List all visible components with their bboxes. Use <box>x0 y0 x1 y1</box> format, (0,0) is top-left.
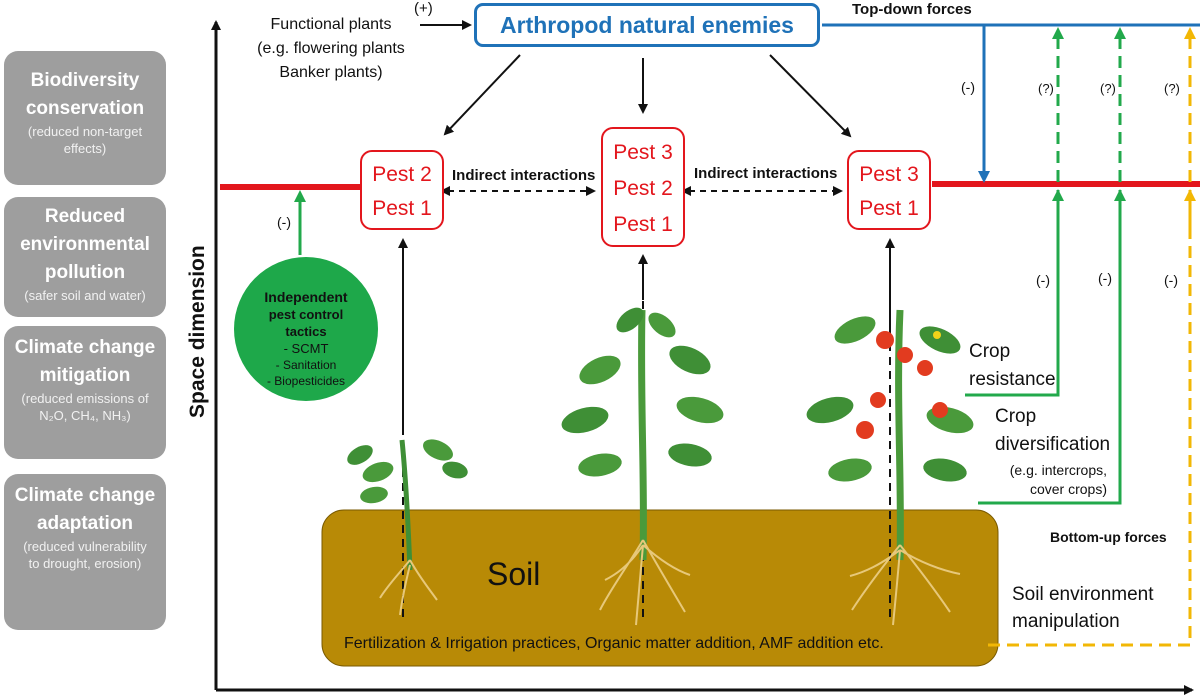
y-axis-label: Space dimension <box>186 245 209 418</box>
pest-label: Pest 1 <box>859 197 919 220</box>
effect-top-down: (-) <box>961 79 975 95</box>
crop-div-line1: Crop <box>995 406 1037 427</box>
pest-label: Pest 1 <box>372 197 432 220</box>
crop-resistance-line2: resistance <box>969 369 1056 390</box>
bottom-up-label: Bottom-up forces <box>1050 529 1167 545</box>
soil-label: Soil <box>487 556 541 592</box>
soil-manip-line <box>988 190 1192 647</box>
panel-subtitle: (safer soil and water) <box>24 288 146 303</box>
soil-manip-line1: Soil environment <box>1012 584 1154 605</box>
independent-circle <box>234 257 378 401</box>
seedling-plant <box>347 439 468 616</box>
pest-label: Pest 1 <box>613 213 673 236</box>
top-down-label: Top-down forces <box>852 1 972 18</box>
panel-subtitle: (reduced emissions of N₂O, CH₄, NH₃) <box>21 391 149 423</box>
indirect-label-right: Indirect interactions <box>694 165 838 182</box>
pest-box-right: Pest 3 Pest 1 <box>847 150 931 230</box>
pest-label: Pest 2 <box>613 177 673 200</box>
crop-div-line4: cover crops) <box>1029 481 1107 497</box>
pest-box-middle: Pest 3 Pest 2 Pest 1 <box>601 127 685 247</box>
crop-div-label: Crop diversification <box>995 403 1110 459</box>
independent-title-1: Independent <box>264 289 348 305</box>
independent-tactics-text: Independent pest control tactics - SCMT … <box>248 289 364 389</box>
crop-resistance-line <box>965 190 1060 397</box>
natural-enemies-box: Arthropod natural enemies <box>474 3 820 47</box>
crop-div-line2: diversification <box>995 434 1111 455</box>
enemies-to-pest-right <box>769 54 852 138</box>
effect-question-3: (?) <box>1164 81 1180 96</box>
panel-pollution: Reduced environmental pollution (safer s… <box>4 197 166 317</box>
crop-div-examples: (e.g. intercrops, cover crops) <box>993 461 1107 499</box>
independent-item-2: - Sanitation <box>275 358 337 372</box>
panel-subtitle: (reduced vulnerability to drought, erosi… <box>23 539 147 571</box>
crop-resistance-line1: Crop <box>969 341 1011 362</box>
effect-question-1: (?) <box>1038 81 1054 96</box>
functional-plants-line3: Banker plants) <box>279 64 383 81</box>
soil-practices: Fertilization & Irrigation practices, Or… <box>344 635 884 652</box>
soil-manip-label: Soil environment manipulation <box>1012 581 1154 635</box>
effect-independent: (-) <box>277 214 291 230</box>
independent-item-3: - Biopesticides <box>266 374 346 388</box>
panel-biodiversity: Biodiversity conservation (reduced non-t… <box>4 51 166 185</box>
functional-plants-line2: (e.g. flowering plants <box>257 40 405 57</box>
functional-plants-label: Functional plants (e.g. flowering plants… <box>245 13 417 85</box>
independent-item-1: - SCMT <box>283 341 329 356</box>
effect-question-2: (?) <box>1100 81 1116 96</box>
pest-label: Pest 2 <box>372 163 432 186</box>
crop-resistance-label: Crop resistance <box>969 338 1056 394</box>
effect-diversification: (-) <box>1098 270 1112 286</box>
middle-plant <box>561 307 724 626</box>
enemies-to-pest-left <box>443 54 521 136</box>
functional-plants-line1: Functional plants <box>270 16 392 33</box>
effect-soil: (-) <box>1164 272 1178 288</box>
soil-manip-line2: manipulation <box>1012 611 1120 632</box>
panel-title: Reduced environmental pollution <box>20 206 150 283</box>
natural-enemies-label: Arthropod natural enemies <box>500 12 794 38</box>
soil-block <box>321 509 999 667</box>
panel-adaptation: Climate change adaptation (reduced vulne… <box>4 474 166 630</box>
panel-subtitle: (reduced non-target effects) <box>27 124 143 156</box>
indirect-label-left: Indirect interactions <box>452 167 596 184</box>
pest-label: Pest 3 <box>613 141 673 164</box>
panel-title: Climate change adaptation <box>14 485 156 534</box>
pest-label: Pest 3 <box>859 163 919 186</box>
pest-box-left: Pest 2 Pest 1 <box>360 150 444 230</box>
tomato-plant <box>806 309 974 626</box>
panel-mitigation: Climate change mitigation (reduced emiss… <box>4 326 166 459</box>
effect-resistance: (-) <box>1036 272 1050 288</box>
independent-title-2: pest control tactics <box>268 307 344 339</box>
panel-title: Climate change mitigation <box>14 337 156 386</box>
crop-div-line <box>978 190 1122 505</box>
crop-div-line3: (e.g. intercrops, <box>1009 462 1107 478</box>
panel-title: Biodiversity conservation <box>25 70 145 119</box>
plus-sign: (+) <box>414 0 433 17</box>
